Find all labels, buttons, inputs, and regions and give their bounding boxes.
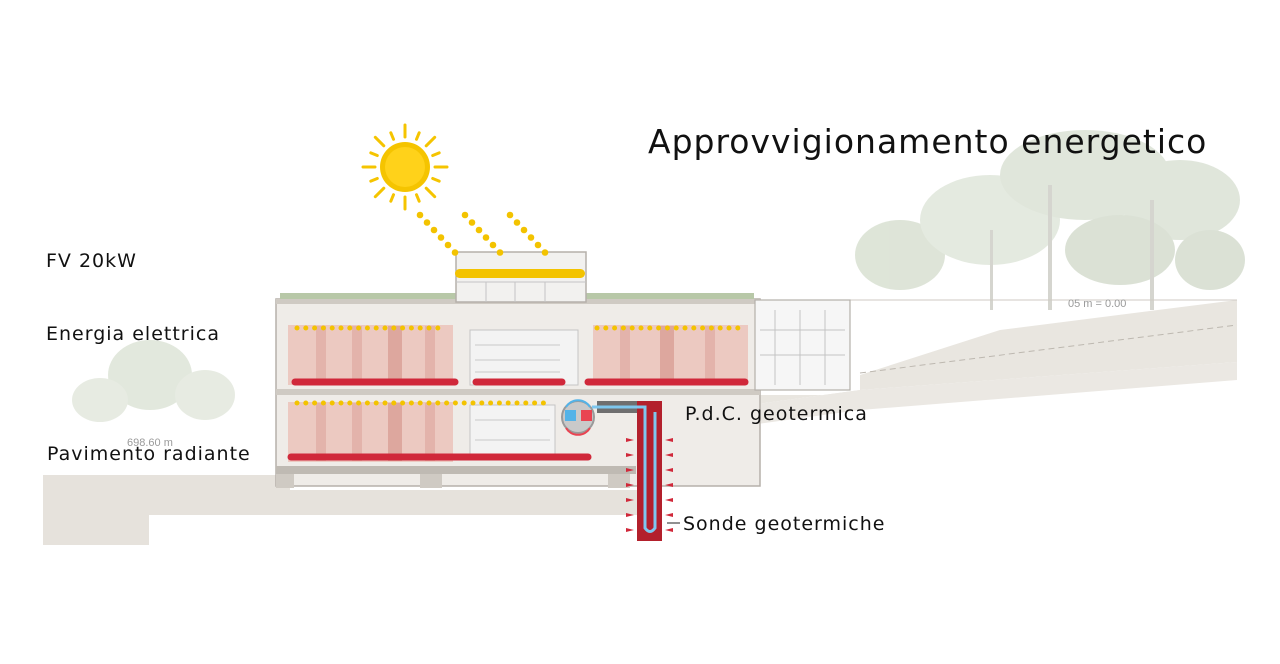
pv-label: FV 20kW: [46, 250, 137, 272]
ground-section: [43, 299, 1238, 545]
electric-energy-label: Energia elettrica: [46, 323, 220, 345]
right-elevation-label: 05 m = 0.00: [1068, 298, 1127, 310]
sun-icon: [361, 123, 449, 211]
diagram-title: Approvvigionamento energetico: [648, 122, 1208, 161]
radiant-floor-label: Pavimento radiante: [47, 443, 251, 465]
building-section: [275, 251, 851, 488]
left-elevation-label: 698.60 m: [127, 437, 173, 449]
heat-pump-label: P.d.C. geotermica: [685, 403, 868, 425]
background-trees: [72, 130, 1245, 422]
solar-rays: [416, 211, 549, 256]
geothermal-probes-label: Sonde geotermiche: [683, 513, 886, 535]
radiant-floor-pipes: [287, 378, 749, 461]
heat-pump-icon: [561, 399, 595, 436]
pv-panel: [455, 269, 585, 278]
electric-dots: [294, 325, 741, 406]
geothermal-probe: [592, 401, 673, 541]
